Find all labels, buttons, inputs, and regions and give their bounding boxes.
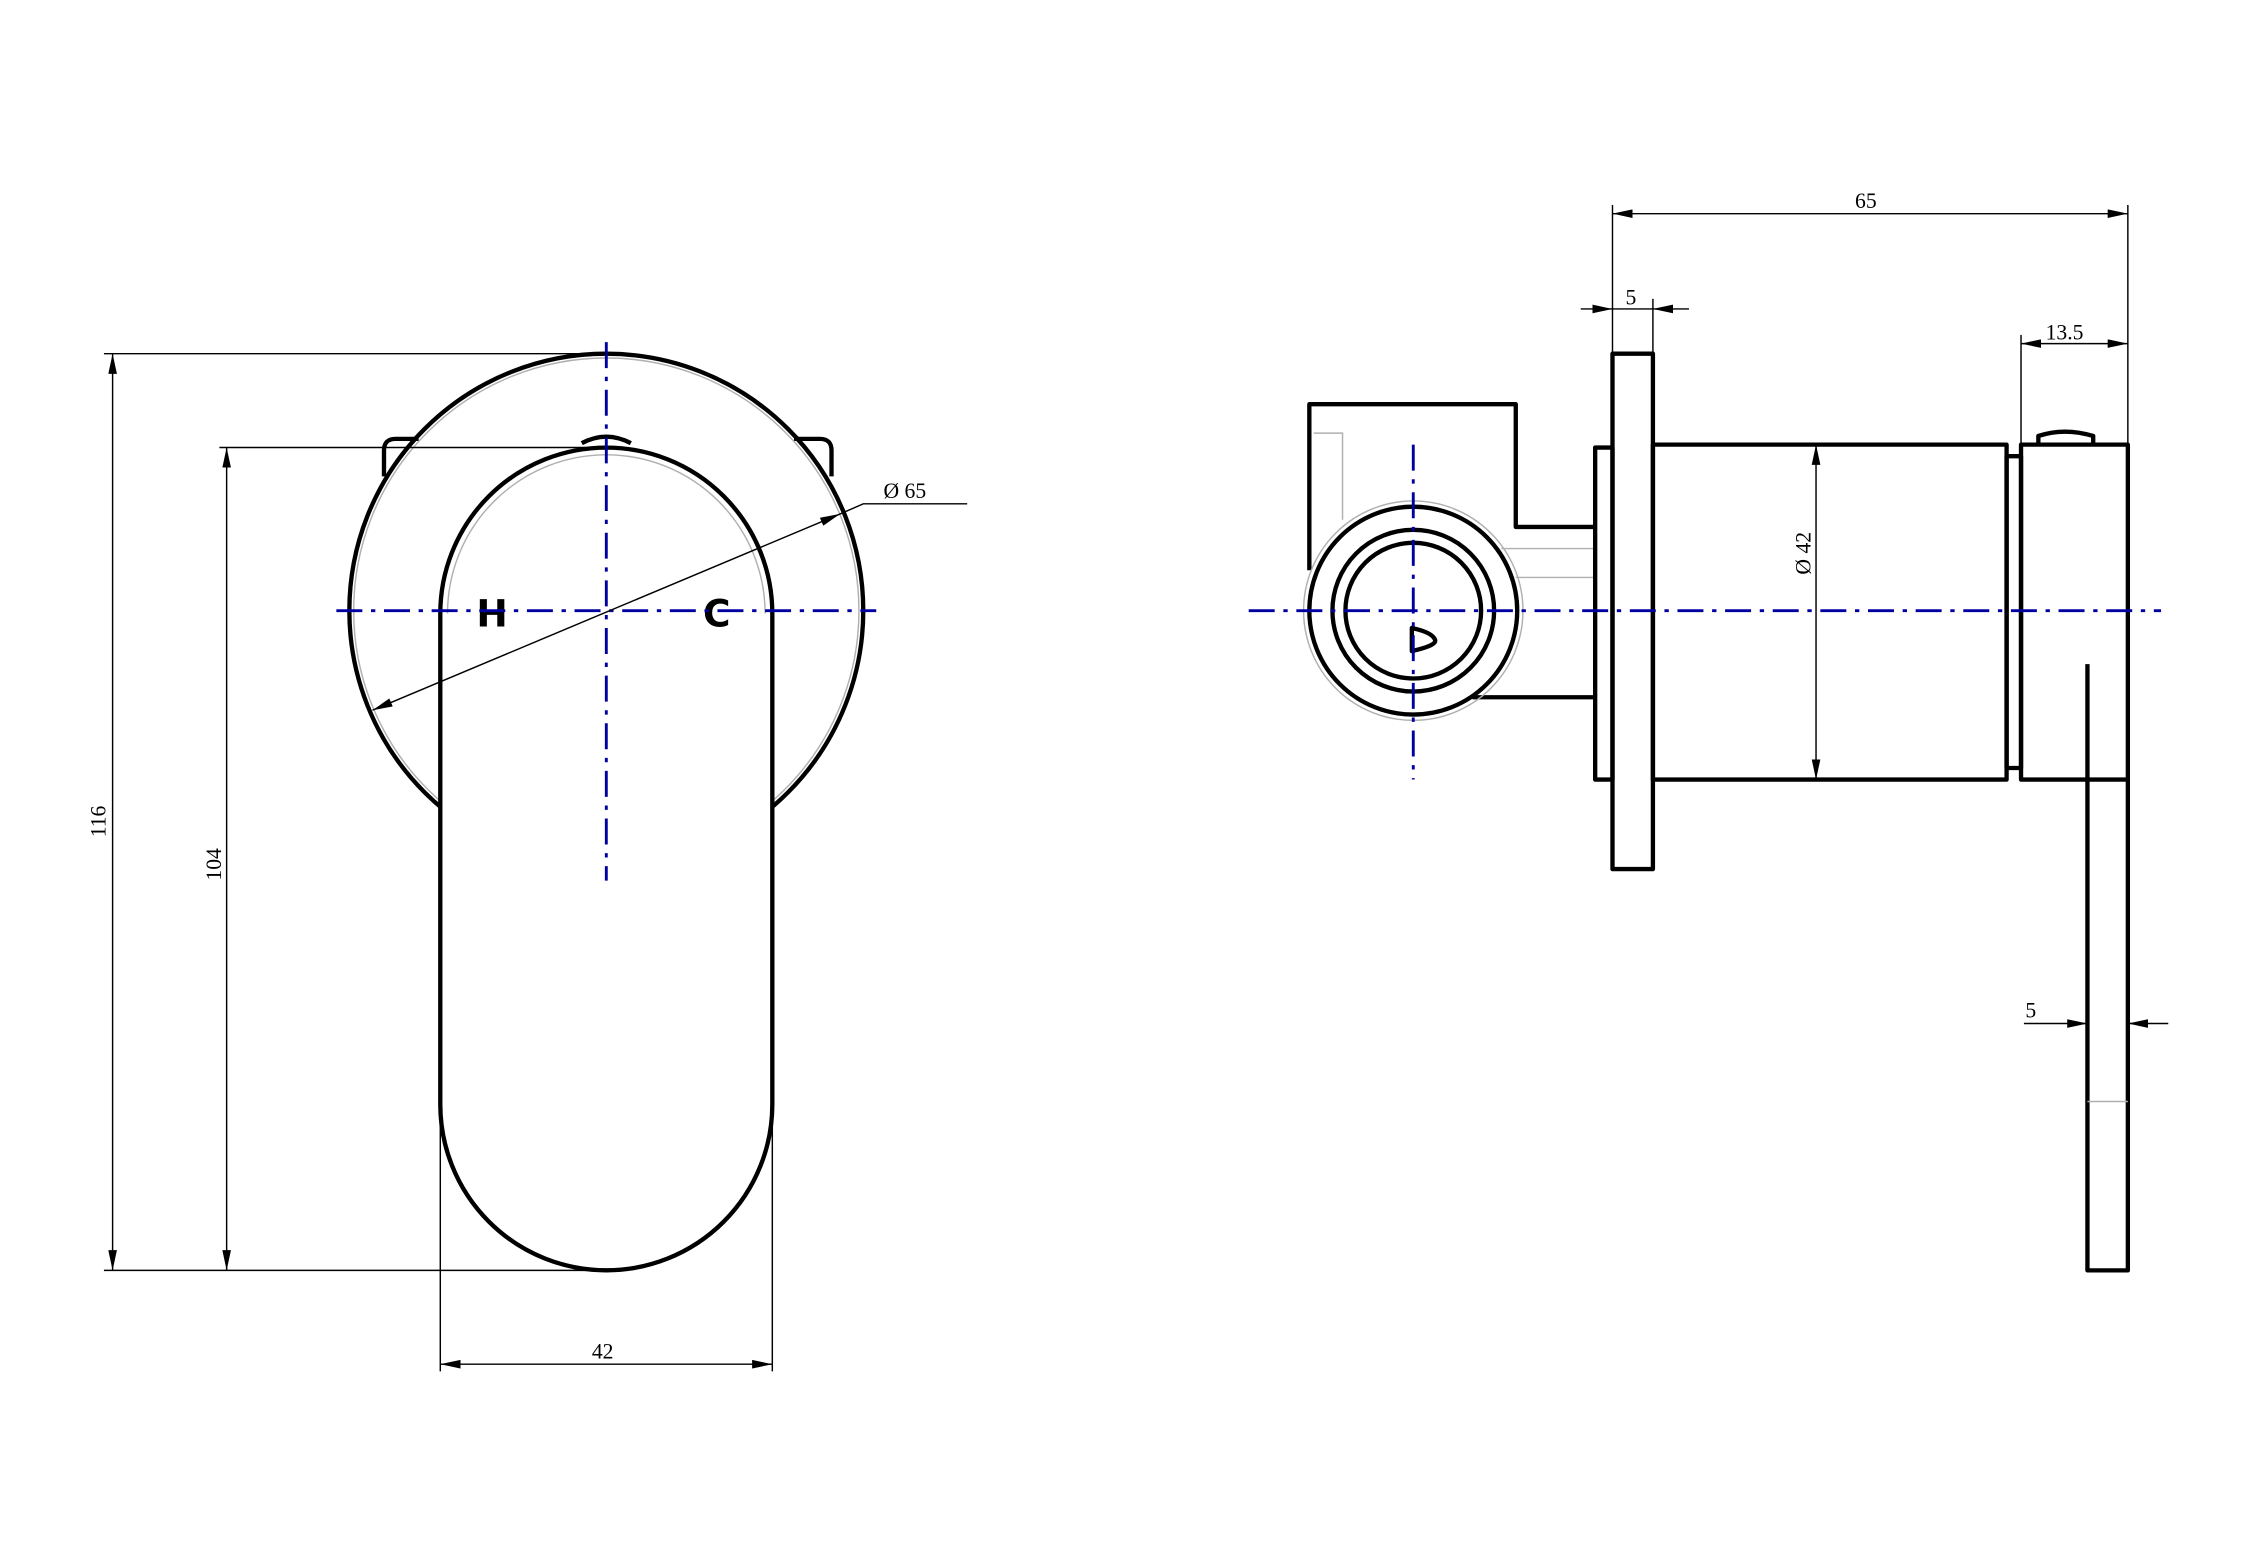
dim-line-65 <box>372 513 841 711</box>
bracket-inner <box>1313 432 1596 579</box>
body-spacer <box>1593 445 1615 782</box>
hot-label: H <box>476 592 507 636</box>
right-lug <box>793 436 834 477</box>
dim-handle-cap-depth: 13.5 <box>2046 320 2084 344</box>
front-view: H C 116 104 42 Ø 65 <box>86 342 968 1372</box>
dim-overall-depth: 65 <box>1855 189 1877 213</box>
side-view: 65 5 13.5 Ø 42 5 <box>1248 189 2169 1273</box>
dim-plate-diameter: Ø 65 <box>883 479 926 503</box>
dim-handle-height: 104 <box>202 848 226 881</box>
dim-lever-thickness: 5 <box>2025 999 2036 1023</box>
dim-body-diameter: Ø 42 <box>1791 532 1815 575</box>
handle-tip-side <box>2036 429 2096 445</box>
cold-label: C <box>703 592 731 636</box>
dim-plate-thickness: 5 <box>1625 286 1636 310</box>
valve-bracket <box>1307 402 1596 700</box>
indicator-icon <box>1409 625 1438 654</box>
dim-handle-width: 42 <box>592 1339 614 1363</box>
handle-tip <box>580 434 632 446</box>
left-lug <box>381 436 419 477</box>
leader-line <box>839 503 968 515</box>
lever <box>2085 664 2131 1273</box>
dim-overall-height: 116 <box>86 805 110 837</box>
